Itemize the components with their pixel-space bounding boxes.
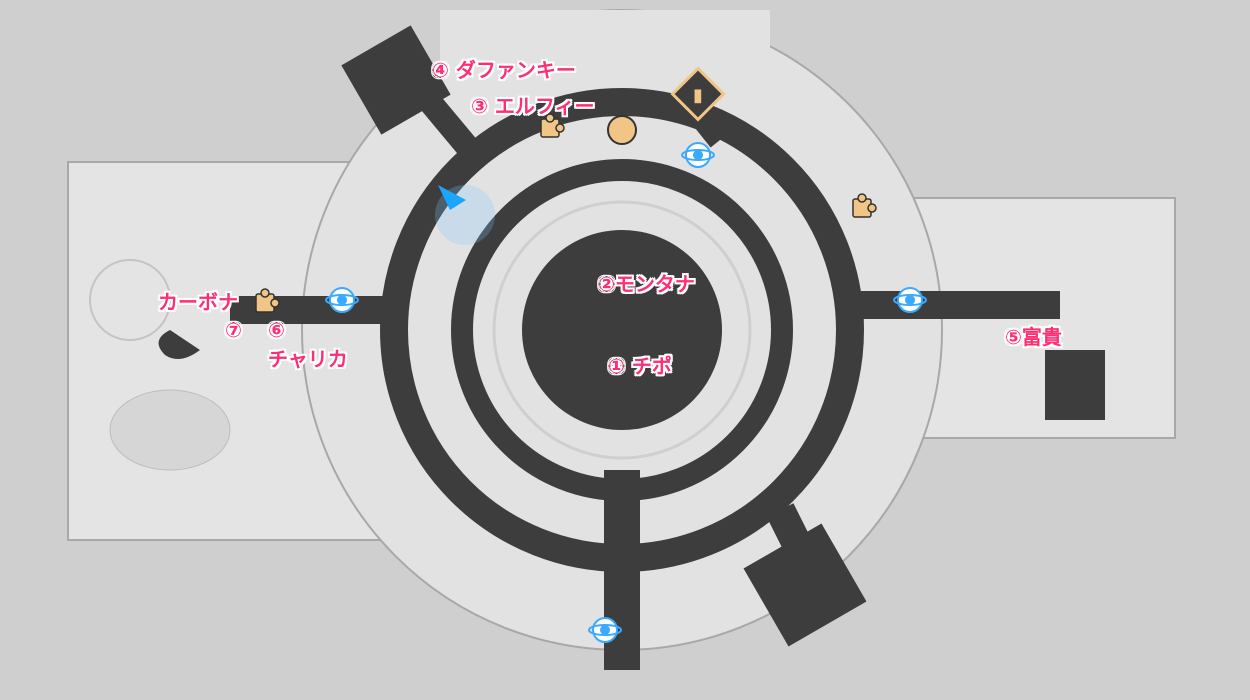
label-fuki: ⑤富貴 bbox=[1005, 325, 1062, 349]
label-chipo: ① チポ bbox=[608, 354, 672, 378]
label-num7: ⑦ bbox=[225, 318, 242, 342]
label-elfie: ③ エルフィー bbox=[471, 94, 595, 118]
exit-icon[interactable]: ▮ bbox=[670, 66, 726, 122]
npc-icon[interactable] bbox=[607, 115, 637, 145]
label-charika: チャリカ bbox=[268, 347, 348, 371]
player-arrow-icon bbox=[435, 185, 495, 245]
inner-stands bbox=[492, 200, 752, 460]
label-montana: ②モンタナ bbox=[598, 272, 695, 296]
label-num6: ⑥ bbox=[268, 318, 285, 342]
rooms bbox=[158, 25, 1105, 647]
label-daphne: ④ ダファンキー bbox=[432, 58, 576, 82]
svg-text:▮: ▮ bbox=[693, 85, 703, 106]
label-carbona: カーボナ bbox=[158, 290, 238, 314]
